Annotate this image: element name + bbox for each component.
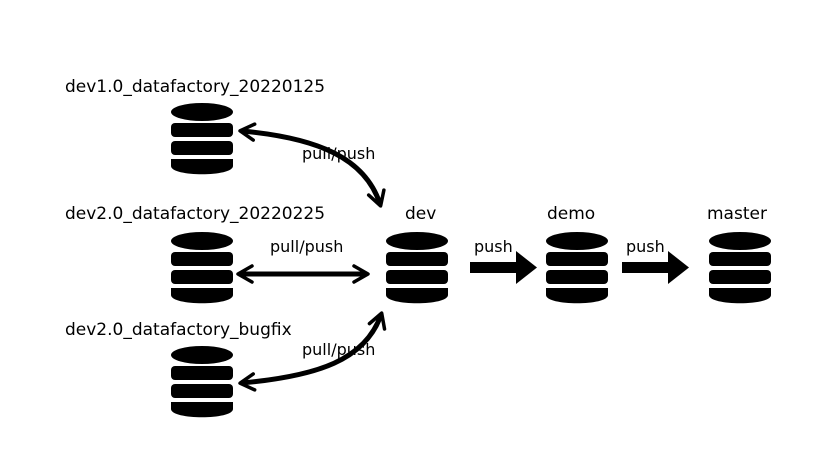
edge-label-demo-master: push — [626, 237, 665, 256]
edge-label-dev-demo: push — [474, 237, 513, 256]
master-database-icon — [709, 232, 771, 304]
node-label-bugfix: dev2.0_datafactory_bugfix — [65, 320, 292, 340]
node-label-dev2: dev2.0_datafactory_20220225 — [65, 204, 326, 224]
node-label-dev: dev — [405, 204, 437, 224]
edge-label-dev2-dev: pull/push — [270, 237, 344, 256]
dev1-dev-arrow — [238, 122, 386, 208]
edge-label-dev1-dev: pull/push — [302, 144, 376, 163]
edge-label-bugfix-dev: pull/push — [302, 340, 376, 359]
bugfix-database-icon — [171, 346, 233, 418]
node-label-dev1: dev1.0_datafactory_20220125 — [65, 77, 326, 97]
demo-master-arrow — [622, 251, 689, 284]
bugfix-dev-arrow — [238, 311, 387, 392]
dev-demo-arrow — [470, 251, 537, 284]
dev2-database-icon — [171, 232, 233, 304]
demo-database-icon — [546, 232, 608, 304]
dev1-database-icon — [171, 103, 233, 175]
node-label-demo: demo — [547, 204, 596, 224]
dev-database-icon — [386, 232, 448, 304]
node-label-master: master — [707, 204, 767, 224]
